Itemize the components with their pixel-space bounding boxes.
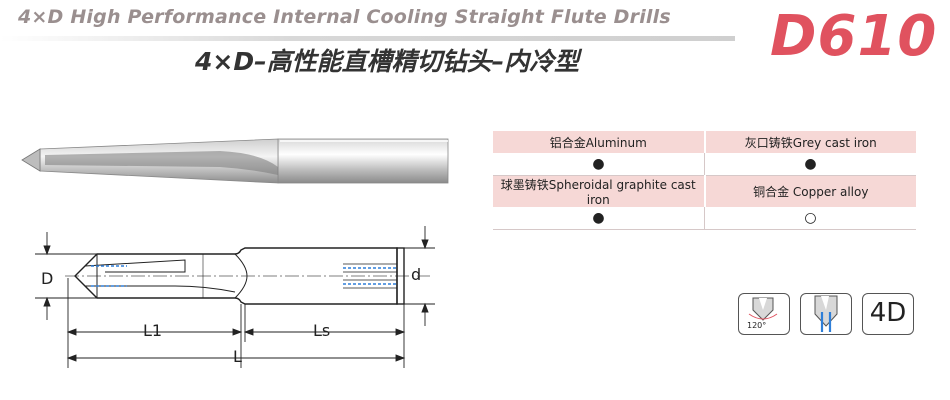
point-angle-icon: 120° bbox=[738, 293, 790, 335]
dim-D-label: D bbox=[41, 269, 53, 288]
dim-d-label: d bbox=[411, 265, 421, 284]
material-suitability-table: 铝合金Aluminum 灰口铸铁Grey cast iron ● ● 球墨铸铁S… bbox=[493, 131, 916, 230]
title-underline-bar bbox=[0, 36, 735, 41]
mark-copper-alloy: ○ bbox=[704, 207, 916, 230]
table-row: ● ● bbox=[493, 153, 916, 176]
drill-product-image bbox=[21, 138, 449, 184]
dim-Ls-label: Ls bbox=[313, 321, 330, 340]
technical-drawing: D d L1 Ls L bbox=[35, 226, 435, 368]
length-ratio-label: 4D bbox=[869, 298, 907, 328]
model-code: D610 bbox=[770, 4, 938, 69]
material-spheroidal-iron: 球墨铸铁Spheroidal graphite cast iron bbox=[493, 175, 706, 207]
material-grey-cast-iron: 灰口铸铁Grey cast iron bbox=[704, 131, 916, 153]
drill-flute bbox=[45, 151, 278, 175]
dim-d-arrows bbox=[404, 226, 435, 326]
mark-aluminum: ● bbox=[493, 153, 705, 176]
english-title: 4×D High Performance Internal Cooling St… bbox=[18, 6, 671, 28]
chinese-title: 4×D–高性能直槽精切钻头–内冷型 bbox=[195, 47, 580, 76]
material-copper-alloy: 铜合金 Copper alloy bbox=[704, 175, 916, 207]
length-4d-icon: 4D bbox=[862, 293, 914, 335]
table-row: ● ○ bbox=[493, 207, 916, 230]
internal-coolant-icon bbox=[800, 293, 852, 335]
mark-spheroidal-iron: ● bbox=[493, 207, 705, 230]
drawing-body-outline bbox=[74, 247, 398, 305]
coolant-channel bbox=[91, 265, 397, 287]
table-header-row: 球墨铸铁Spheroidal graphite cast iron 铜合金 Co… bbox=[493, 175, 916, 207]
mark-grey-cast-iron: ● bbox=[704, 153, 916, 176]
drill-shank bbox=[277, 138, 449, 184]
table-header-row: 铝合金Aluminum 灰口铸铁Grey cast iron bbox=[493, 131, 916, 153]
dim-L1-label: L1 bbox=[143, 321, 162, 340]
drawing-shank-end bbox=[396, 247, 405, 305]
drill-tip bbox=[21, 148, 41, 172]
dim-L-label: L bbox=[233, 347, 242, 366]
dim-D-arrows bbox=[35, 232, 97, 320]
material-aluminum: 铝合金Aluminum bbox=[493, 131, 706, 153]
point-angle-value: 120° bbox=[747, 321, 767, 330]
